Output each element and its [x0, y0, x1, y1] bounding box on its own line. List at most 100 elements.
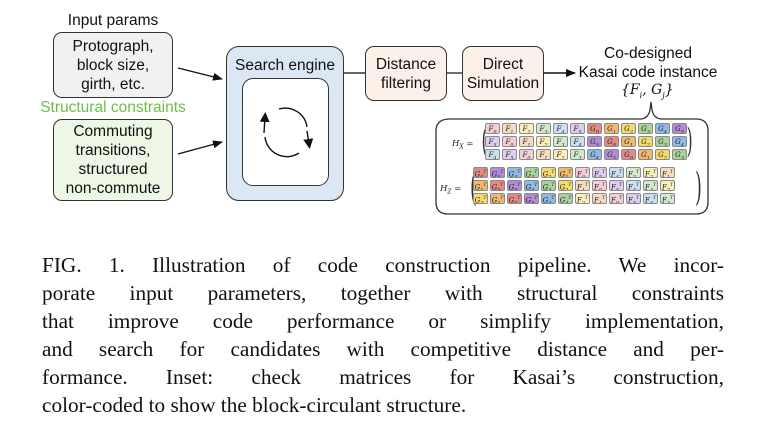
matrix-cell: F5T [609, 180, 624, 191]
matrix-cell: F1 [519, 136, 534, 147]
search-engine-title: Search engine [235, 57, 335, 74]
search-engine-inner [242, 78, 329, 186]
matrix-cell: G4 [587, 149, 602, 160]
matrix-cell: G1T [490, 193, 505, 204]
caption-line: that improve code performance or simplif… [42, 309, 724, 333]
cycle-arrows-icon [259, 107, 314, 158]
distance-filtering-line: filtering [381, 74, 431, 92]
matrix-cell: G0T [473, 167, 488, 178]
matrix-cell: F4 [485, 149, 500, 160]
matrix-cell: G5T [524, 193, 539, 204]
matrix-cell: F0 [502, 136, 517, 147]
output-title-line2: Kasai code instance [578, 64, 718, 81]
input-params-line: block size, [76, 56, 150, 74]
matrix-cell: G4T [524, 180, 539, 191]
matrix-cell: G2 [621, 123, 636, 134]
matrix-cell: F1 [536, 149, 551, 160]
caption-line: color-coded to show the block-circulant … [42, 393, 467, 417]
arrow-input-to-search [177, 67, 223, 81]
constraint-line: non-commute [65, 180, 161, 197]
arrow-constraints-to-search [177, 140, 223, 155]
matrix-cell: G0T [507, 193, 522, 204]
matrix-cell: F4T [609, 167, 624, 178]
matrix-cell: F4 [553, 123, 568, 134]
direct-simulation-box: Direct Simulation [462, 46, 544, 101]
hz-label: HZ = [440, 184, 462, 196]
matrix-cell: G2T [558, 180, 573, 191]
caption-line: formance. Inset: check matrices for Kasa… [42, 365, 724, 389]
check-matrices-inset: HX = ( ) F0F1F2F3F4F5G0G1G2G3G4G5F5F0F1F… [436, 118, 708, 214]
matrix-cell: F3T [660, 193, 675, 204]
matrix-cell: F5T [592, 167, 607, 178]
matrix-cell: G4 [655, 123, 670, 134]
input-params-title: Input params [67, 12, 159, 29]
matrix-cell: G1 [638, 149, 653, 160]
matrix-cell: G4T [541, 193, 556, 204]
structural-constraints-title: Structural constraints [40, 99, 186, 116]
matrix-cell: G3T [558, 193, 573, 204]
matrix-cell: F4T [643, 193, 658, 204]
input-params-box: Protograph, block size, girth, etc. [53, 32, 173, 98]
matrix-cell: G2T [473, 193, 488, 204]
hx-left-paren: ( [482, 121, 488, 161]
matrix-cell: G3T [524, 167, 539, 178]
matrix-cell: G0T [490, 180, 505, 191]
matrix-cell: G5 [604, 149, 619, 160]
matrix-cell: G3 [672, 149, 687, 160]
matrix-cell: G3 [638, 123, 653, 134]
matrix-cell: G1 [621, 136, 636, 147]
matrix-cell: F5 [485, 136, 500, 147]
matrix-cell: F5 [570, 123, 585, 134]
matrix-cell: F0T [609, 193, 624, 204]
matrix-cell: F1 [502, 123, 517, 134]
matrix-cell: G5 [672, 123, 687, 134]
hz-right-paren: ) [695, 165, 702, 209]
constraint-line: Commuting [73, 123, 153, 140]
matrix-cell: F3T [643, 180, 658, 191]
matrix-cell: G3 [655, 136, 670, 147]
matrix-cell: F4T [626, 180, 641, 191]
matrix-cell: G5 [587, 136, 602, 147]
matrix-cell: F5 [502, 149, 517, 160]
matrix-cell: F0 [519, 149, 534, 160]
distance-filtering-box: Distance filtering [365, 46, 447, 101]
structural-constraints-box: Commuting transitions, structured non-co… [53, 119, 173, 201]
matrix-cell: F2 [536, 136, 551, 147]
figure-caption: FIG. 1. Illustration of code constructio… [42, 251, 724, 419]
matrix-cell: G2T [541, 167, 556, 178]
matrix-cell: F4 [570, 136, 585, 147]
matrix-cell: G5T [507, 180, 522, 191]
matrix-cell: G1T [558, 167, 573, 178]
caption-line: FIG. 1. Illustration of code constructio… [42, 253, 724, 277]
matrix-cell: G1T [473, 180, 488, 191]
distance-filtering-line: Distance [375, 55, 437, 73]
matrix-cell: F0T [592, 180, 607, 191]
matrix-cell: F1T [660, 167, 675, 178]
matrix-cell: F2T [660, 180, 675, 191]
matrix-cell: G0 [604, 136, 619, 147]
hx-label: HX = [452, 139, 474, 151]
matrix-cell: F3T [626, 167, 641, 178]
caption-line: porate input parameters, together with s… [42, 281, 724, 305]
caption-line: and search for candidates with competiti… [42, 337, 724, 361]
output-math: {Fi, Gj} [621, 82, 674, 100]
matrix-cell: F2 [519, 123, 534, 134]
matrix-cell: G0 [587, 123, 602, 134]
matrix-cell: F3 [553, 136, 568, 147]
matrix-cell: F2 [553, 149, 568, 160]
matrix-cell: F3 [536, 123, 551, 134]
matrix-cell: G5T [490, 167, 505, 178]
constraint-line: structured [78, 161, 148, 178]
matrix-cell: G2 [638, 136, 653, 147]
matrix-cell: F0 [485, 123, 500, 134]
hx-right-paren: ) [686, 121, 693, 161]
matrix-cell: G3T [541, 180, 556, 191]
